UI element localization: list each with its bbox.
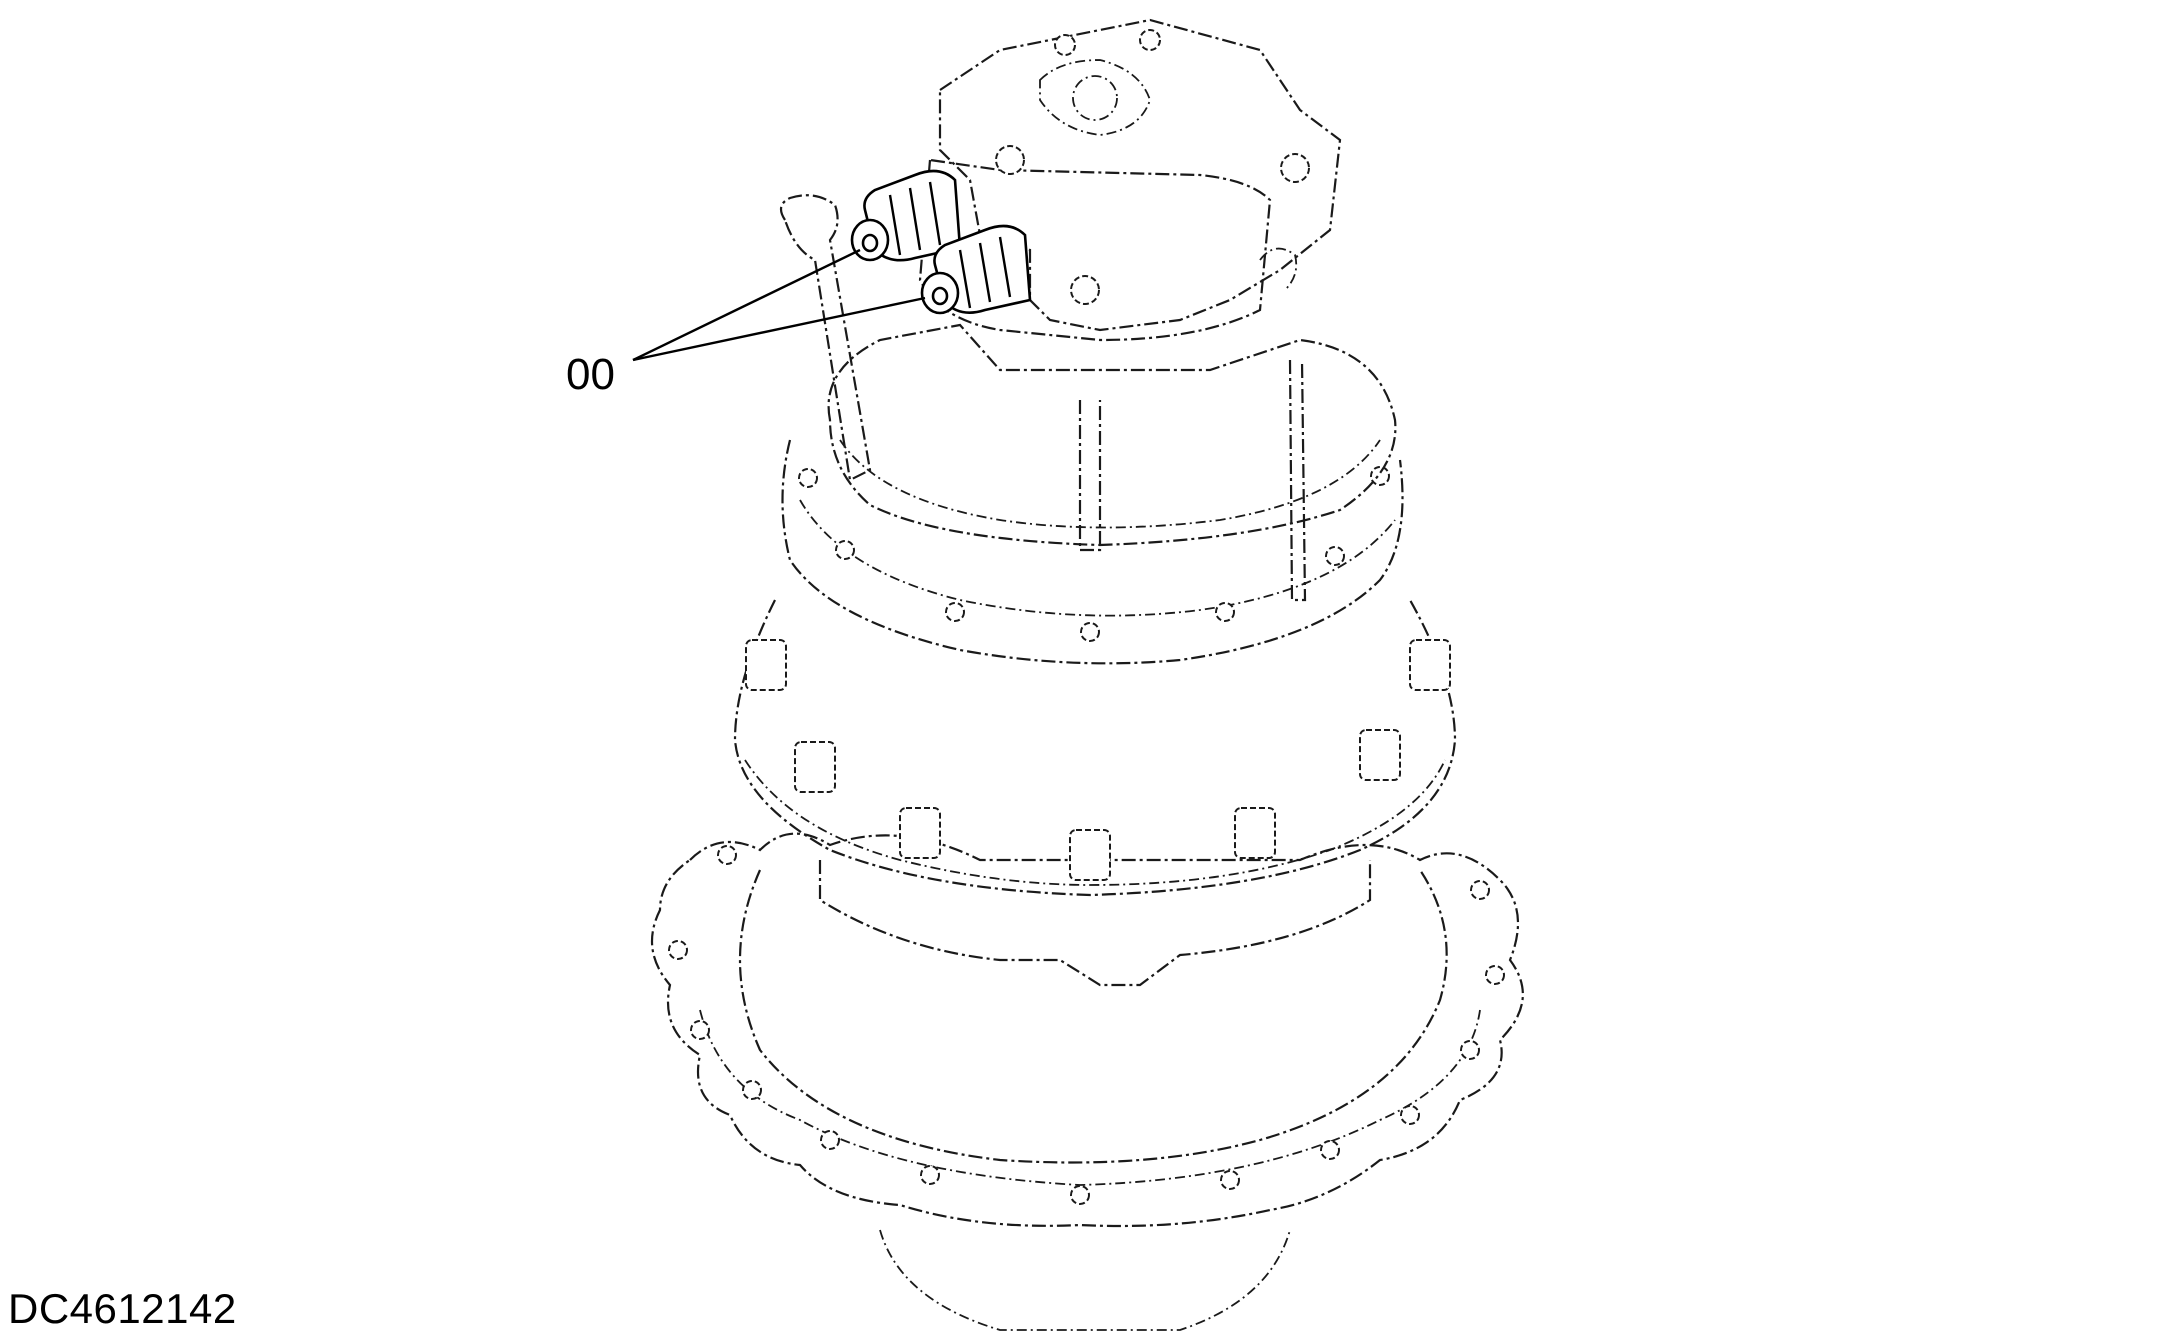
sensor-connector-2 — [920, 224, 1032, 315]
drawing-id: DC4612142 — [8, 1285, 237, 1332]
hydraulic-lines — [779, 194, 1307, 602]
reducer-upper-flange — [827, 323, 1397, 547]
sensor-connector-1 — [850, 169, 962, 262]
callout-label: 00 — [566, 350, 615, 399]
gear-housing-middle — [781, 439, 1404, 665]
callout-leaders — [632, 248, 926, 362]
hydraulic-motor-body — [918, 18, 1342, 342]
flange-bolts — [668, 845, 1505, 1205]
mounting-flange — [650, 832, 1524, 1331]
gear-housing-lower — [733, 599, 1457, 987]
